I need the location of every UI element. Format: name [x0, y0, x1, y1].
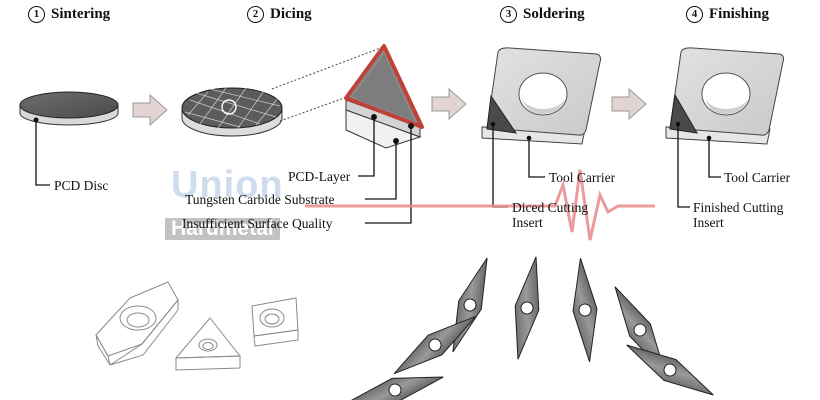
step-3-label: Soldering — [523, 6, 585, 22]
label-diced-insert: Diced Cutting Insert — [512, 200, 589, 230]
label-finished-insert: Finished Cutting Insert — [693, 200, 784, 230]
label-tool-carrier-4: Tool Carrier — [724, 170, 791, 185]
watermark-top-text: Union — [171, 164, 284, 206]
step-3-title: 3 Soldering — [500, 6, 585, 23]
step-1-title: 1 Sintering — [28, 6, 110, 23]
step2-leaders — [358, 114, 414, 224]
lineart-inserts — [95, 281, 299, 371]
watermark-bottom-text: Hardmetal — [165, 218, 280, 240]
step-4-label: Finishing — [709, 6, 770, 22]
pcd-triangle-graphic — [344, 44, 424, 149]
step-4-title: 4 Finishing — [686, 6, 769, 23]
process-arrow-3 — [611, 87, 647, 121]
wave-watermark — [305, 169, 655, 241]
label-tool-carrier-3: Tool Carrier — [549, 170, 616, 185]
step-3-number: 3 — [500, 6, 517, 23]
step-2-number: 2 — [247, 6, 264, 23]
diced-disc-graphic — [181, 87, 283, 137]
watermark-logo: Union Hardmetal — [165, 164, 300, 242]
step-2-label: Dicing — [270, 6, 312, 22]
step-1-label: Sintering — [51, 6, 111, 22]
insert-fan — [346, 256, 714, 400]
pcd-disc-graphic — [19, 91, 119, 186]
soldered-insert-graphic — [481, 47, 602, 145]
step-1-number: 1 — [28, 6, 45, 23]
process-arrow-2 — [431, 87, 467, 121]
label-pcd-disc: PCD Disc — [54, 178, 109, 193]
step-4-number: 4 — [686, 6, 703, 23]
label-tungsten-substrate: Tungsten Carbide Substrate — [185, 192, 335, 207]
step4-leaders — [677, 124, 721, 208]
label-pcd-layer: PCD-Layer — [288, 169, 351, 184]
projection-lines — [271, 46, 384, 122]
process-arrow-1 — [132, 93, 168, 127]
finished-insert-graphic — [665, 47, 785, 145]
step-2-title: 2 Dicing — [247, 6, 312, 23]
label-insufficient-quality: Insufficient Surface Quality — [182, 216, 333, 231]
